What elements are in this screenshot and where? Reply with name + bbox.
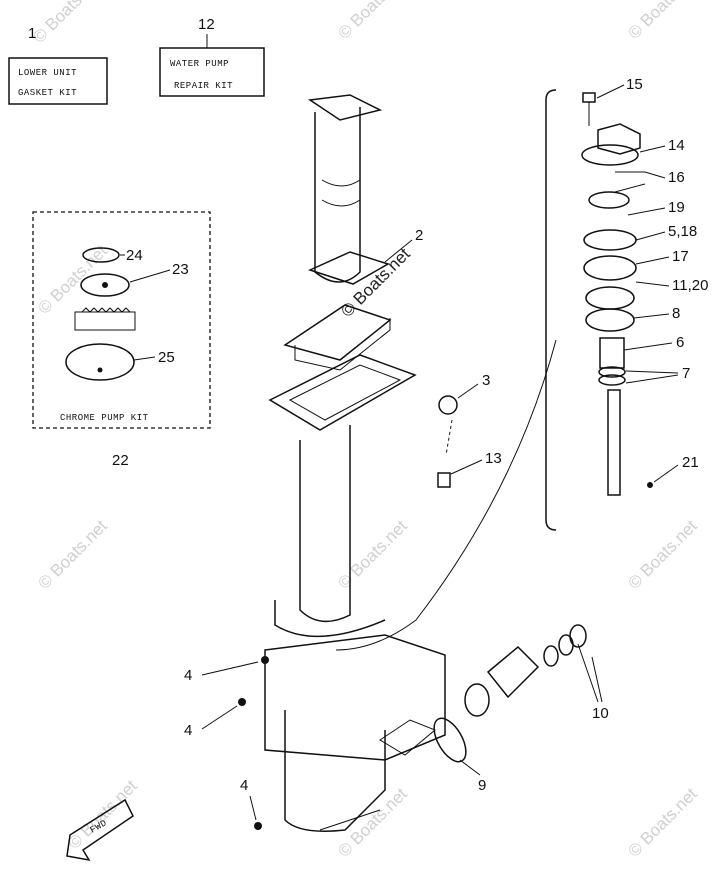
callout-9: 9 <box>478 777 486 794</box>
watermark: © Boats.net <box>334 0 411 43</box>
kit-number: 12 <box>198 16 215 33</box>
watermark: © Boats.net <box>624 516 701 593</box>
callout-21: 21 <box>682 454 699 471</box>
lower-unit-gasket-kit[interactable]: 1 LOWER UNIT GASKET KIT <box>8 25 108 105</box>
callout-5-18: 5,18 <box>668 223 697 240</box>
callouts: 2 3 13 15 14 16 19 5,18 17 11,20 8 6 7 2… <box>184 76 708 821</box>
kit-line1: LOWER UNIT <box>18 68 77 78</box>
chrome-pump-kit[interactable]: 24 23 25 CHROME PUMP KIT 22 <box>32 211 211 469</box>
water-pump-repair-kit[interactable]: 12 WATER PUMP REPAIR KIT <box>159 16 265 97</box>
callout-25: 25 <box>158 349 175 366</box>
callout-19: 19 <box>668 199 685 216</box>
callout-23: 23 <box>172 261 189 278</box>
callout-3: 3 <box>482 372 490 389</box>
callout-13: 13 <box>485 450 502 467</box>
callout-24: 24 <box>126 247 143 264</box>
propeller-parts <box>238 395 587 830</box>
watermark: © Boats.net <box>334 516 411 593</box>
watermark: © Boats.net <box>624 784 701 861</box>
watermark: © Boats.net <box>334 784 411 861</box>
callout-15: 15 <box>626 76 643 93</box>
callout-14: 14 <box>668 137 685 154</box>
drive-shaft-housing <box>264 94 446 832</box>
callout-11-20: 11,20 <box>672 277 708 294</box>
kit-label: CHROME PUMP KIT <box>60 413 149 423</box>
watermark: © Boats.net <box>624 0 701 43</box>
kit-number: 22 <box>112 452 129 469</box>
kit-line2: GASKET KIT <box>18 88 77 98</box>
kit-line2: REPAIR KIT <box>174 81 233 91</box>
callout-2: 2 <box>415 227 423 244</box>
watermark: © Boats.net <box>29 0 106 47</box>
watermark: © Boats.net <box>34 241 111 318</box>
watermark: © Boats.net <box>34 516 111 593</box>
callout-4: 4 <box>240 777 248 794</box>
callout-4: 4 <box>184 722 192 739</box>
water-pump-stack <box>335 89 653 651</box>
callout-17: 17 <box>672 248 689 265</box>
callout-10: 10 <box>592 705 609 722</box>
callout-7: 7 <box>682 365 690 382</box>
kit-number: 1 <box>28 25 36 42</box>
callout-4: 4 <box>184 667 192 684</box>
callout-16: 16 <box>668 169 685 186</box>
callout-6: 6 <box>676 334 684 351</box>
callout-8: 8 <box>672 305 680 322</box>
kit-line1: WATER PUMP <box>170 59 229 69</box>
